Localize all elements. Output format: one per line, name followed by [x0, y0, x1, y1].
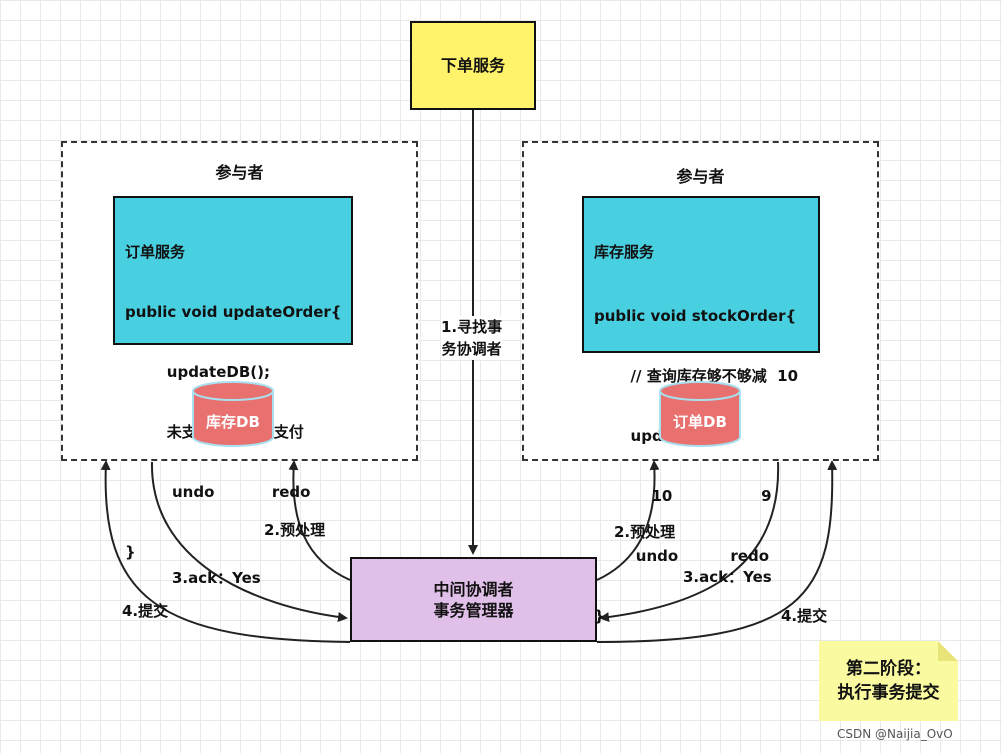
prepare-left-label: 2.预处理 — [264, 521, 326, 539]
phase-note: 第二阶段： 执行事务提交 — [819, 641, 958, 721]
coordinator-box: 中间协调者 事务管理器 — [350, 557, 597, 642]
ack-right-label: 3.ack：Yes — [683, 568, 772, 586]
code-line: } — [125, 543, 136, 561]
code-line: } — [594, 607, 605, 625]
commit-left-label: 4.提交 — [122, 602, 169, 620]
code-line: public void updateOrder{ — [125, 303, 342, 321]
prepare-left-arrow — [288, 460, 351, 581]
code-line: updateDB(); — [125, 363, 270, 381]
order-db-label: 订单DB — [673, 413, 727, 431]
note-corner-icon — [938, 641, 958, 661]
note-line: 执行事务提交 — [837, 683, 940, 703]
prepare-right-label: 2.预处理 — [614, 523, 676, 541]
find-coordinator-label: 1.寻找事 务协调者 — [441, 316, 503, 360]
participant-right-title: 参与者 — [676, 167, 725, 186]
code-line: public void stockOrder{ — [594, 307, 797, 325]
database-icon — [192, 381, 274, 447]
code-line: 订单服务 — [125, 243, 186, 261]
commit-left-arrow — [100, 460, 351, 643]
watermark: CSDN @Naijia_OvO — [837, 727, 953, 741]
prepare-right-arrow — [596, 460, 660, 581]
commit-right-arrow — [596, 460, 838, 643]
ack-right-arrow — [599, 461, 780, 622]
order-service-box: 下单服务 — [410, 21, 536, 110]
label-line: 务协调者 — [441, 340, 502, 358]
code-line: 10 9 — [594, 487, 772, 505]
commit-right-label: 4.提交 — [781, 607, 828, 625]
code-line: undo redo — [594, 547, 770, 565]
code-line: undo redo — [125, 483, 311, 501]
ack-left-arrow — [150, 461, 348, 622]
note-line: 第二阶段： — [846, 659, 931, 679]
stock-db-label: 库存DB — [206, 413, 260, 431]
coordinator-line: 中间协调者 — [433, 579, 514, 599]
code-line: 库存服务 — [594, 243, 655, 261]
database-icon — [659, 381, 741, 447]
code-line: // 查询库存够不够减 10 — [594, 367, 799, 385]
stock-service-code: 库存服务 public void stockOrder{ // 查询库存够不够减… — [582, 196, 820, 625]
order-service-code: 订单服务 public void updateOrder{ updateDB()… — [113, 196, 353, 561]
coordinator-line: 事务管理器 — [433, 600, 514, 620]
label-line: 1.寻找事 — [441, 318, 503, 336]
participant-left-title: 参与者 — [215, 163, 264, 182]
ack-left-label: 3.ack：Yes — [172, 569, 261, 587]
order-service-label: 下单服务 — [440, 56, 505, 75]
